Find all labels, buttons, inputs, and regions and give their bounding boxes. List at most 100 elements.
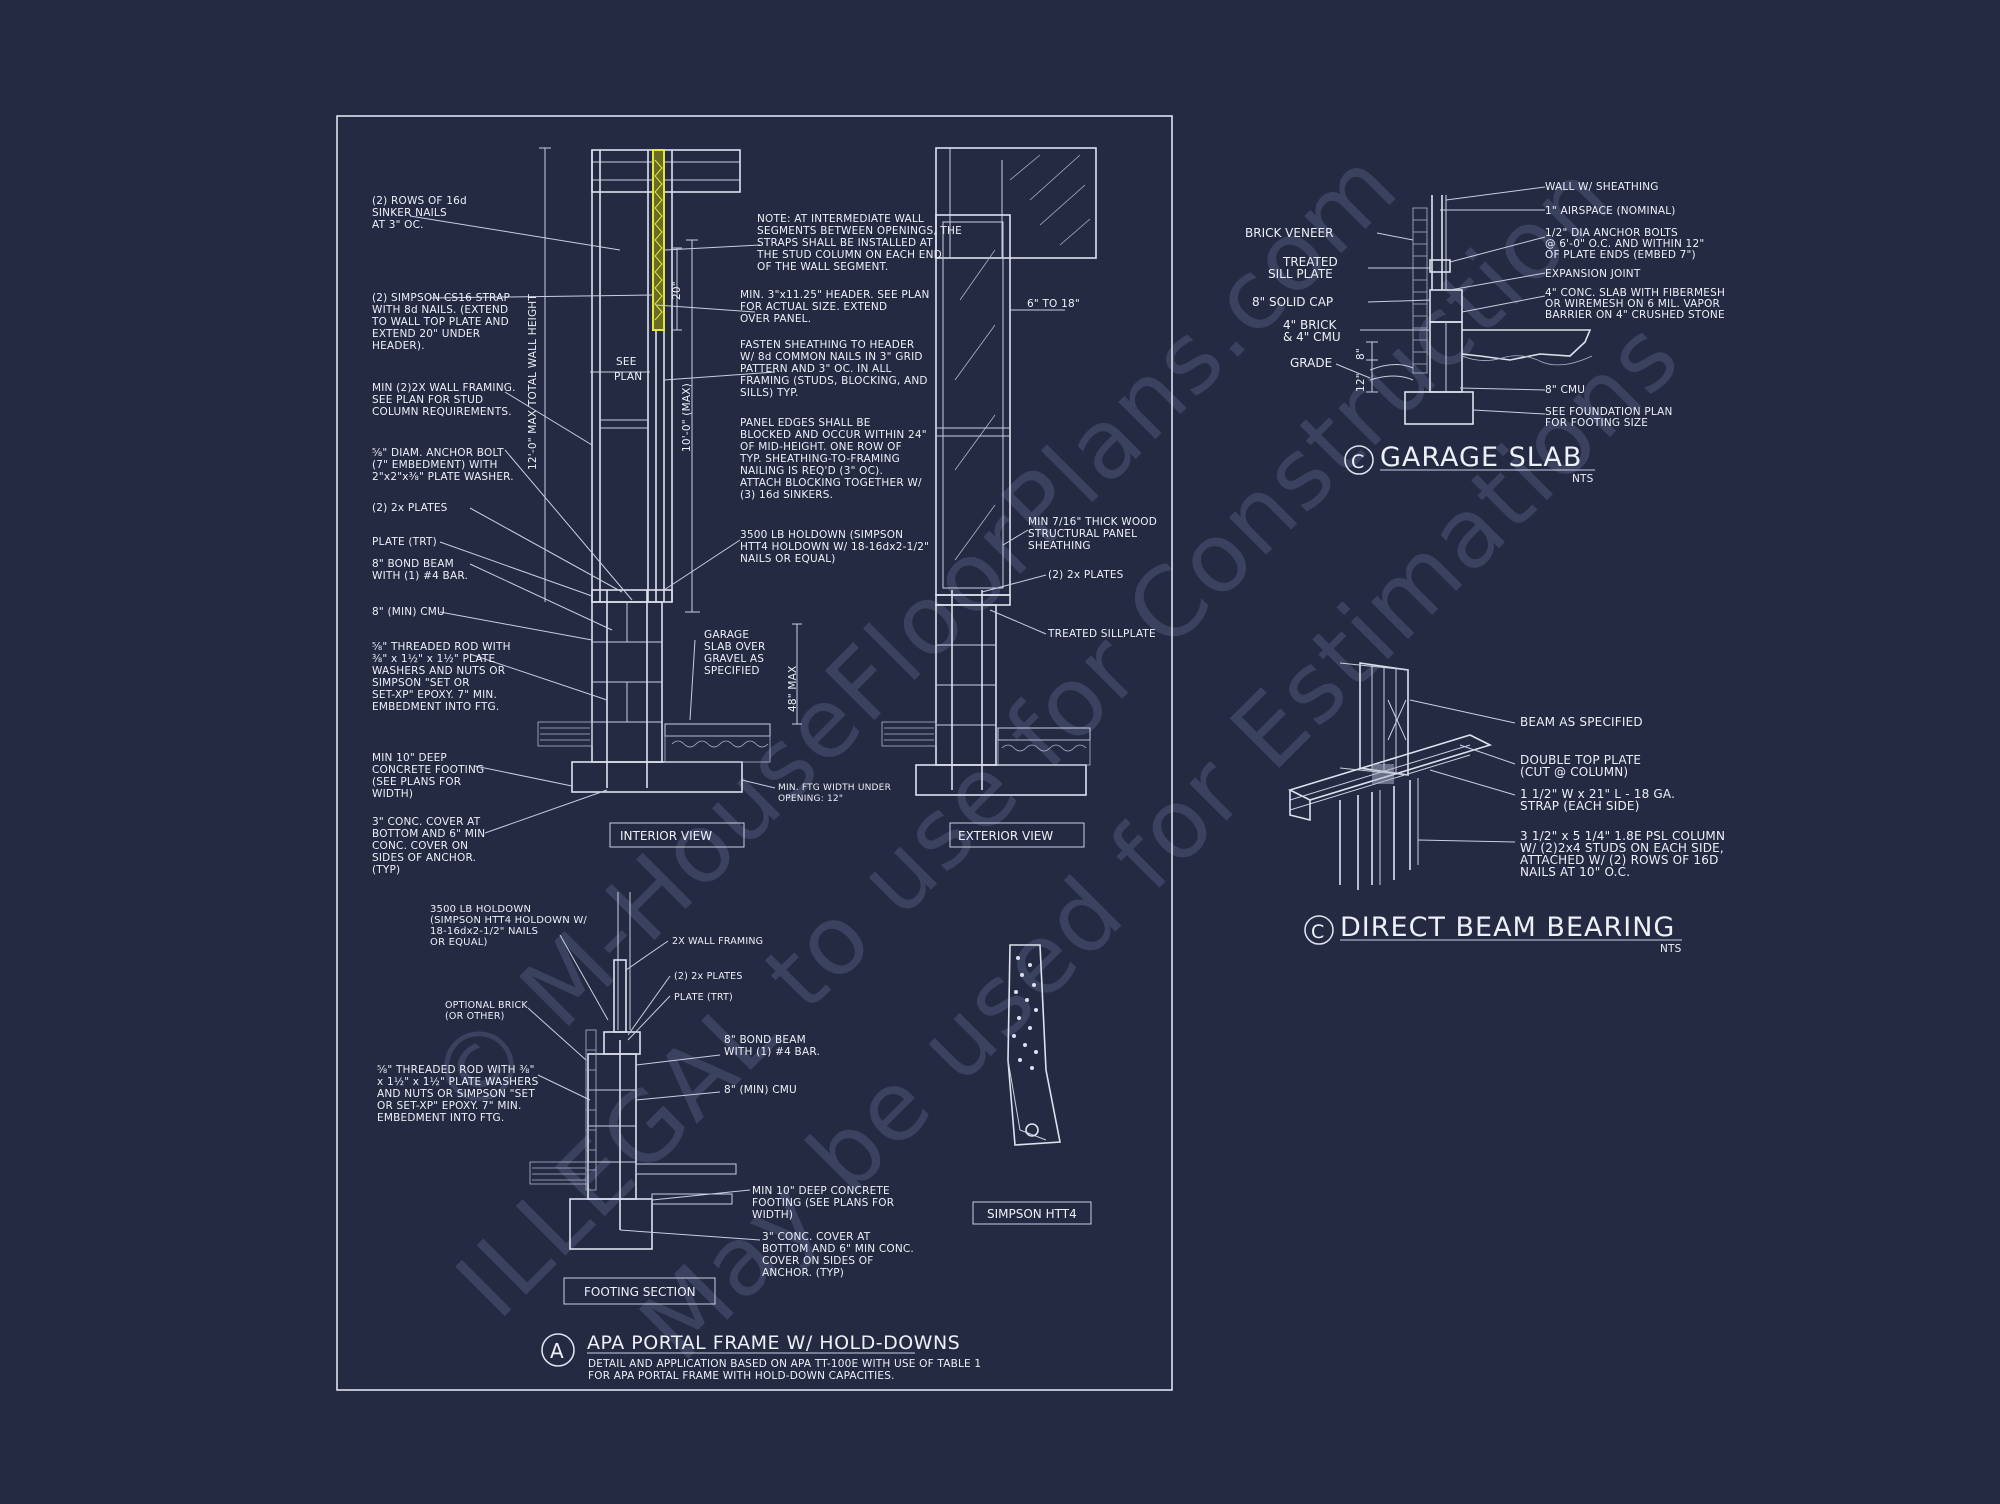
ext-note: STRUCTURAL PANEL: [1028, 528, 1137, 540]
note: ANCHOR. (TYP): [762, 1267, 844, 1279]
note: HEADER).: [372, 340, 425, 352]
note: SEE PLAN FOR STUD: [372, 394, 483, 406]
garage-dim-12: 12": [1355, 373, 1367, 392]
note: FASTEN SHEATHING TO HEADER: [740, 339, 914, 351]
note: 3500 LB HOLDOWN: [430, 904, 531, 915]
garage-note-4: SPECIFIED: [704, 665, 760, 677]
garage-note-1: GARAGE: [704, 629, 749, 641]
garage-mark: C: [1351, 451, 1364, 473]
note: OF PLATE ENDS (EMBED 7"): [1545, 249, 1696, 261]
garage-notes: BRICK VENEER TREATED SILL PLATE 8" SOLID…: [1245, 181, 1725, 429]
ten-foot-dim: 10'-0" (MAX): [681, 383, 693, 452]
note: BEAM AS SPECIFIED: [1520, 715, 1643, 729]
note: BOTTOM AND 6" MIN CONC.: [762, 1243, 914, 1255]
note: OVER PANEL.: [740, 313, 811, 325]
note: ⅜" x 1½" x 1½" PLATE: [372, 653, 495, 665]
see-plan-dim-2: PLAN: [614, 371, 642, 383]
note: W/ (2)2x4 STUDS ON EACH SIDE,: [1520, 841, 1724, 855]
note: PLATE (TRT): [674, 992, 733, 1003]
ext-note: SHEATHING: [1028, 540, 1091, 552]
note: SEGMENTS BETWEEN OPENINGS, THE: [757, 225, 962, 237]
exterior-view-drawing: 6" TO 18" MIN 7/16" THICK WOOD STRUCTURA…: [881, 147, 1157, 796]
note: BOTTOM AND 6" MIN: [372, 828, 485, 840]
note: (2) ROWS OF 16d: [372, 195, 467, 207]
wall-height-dim: 12'-0" MAX TOTAL WALL HEIGHT: [527, 294, 539, 470]
note: 8" (MIN) CMU: [724, 1084, 797, 1096]
note: NAILS AT 10" O.C.: [1520, 865, 1630, 879]
note: 4" BRICK: [1283, 318, 1337, 332]
note: GRADE: [1290, 356, 1332, 370]
center-notes: NOTE: AT INTERMEDIATE WALL SEGMENTS BETW…: [739, 213, 962, 565]
apa-subtitle-2: FOR APA PORTAL FRAME WITH HOLD-DOWN CAPA…: [588, 1370, 895, 1382]
note: AT 3" OC.: [372, 219, 424, 231]
note: (7" EMBEDMENT) WITH: [372, 459, 498, 471]
note: ⅝" THREADED ROD WITH ⅜": [377, 1064, 535, 1076]
twenty-inch-dim: 20": [671, 281, 683, 300]
note: OR WIREMESH ON 6 MIL. VAPOR: [1545, 298, 1720, 310]
note: COLUMN REQUIREMENTS.: [372, 406, 512, 418]
garage-note-3: GRAVEL AS: [704, 653, 764, 665]
note: HTT4 HOLDOWN W/ 18-16dx2-1/2": [740, 541, 929, 553]
note: MIN. 3"x11.25" HEADER. SEE PLAN: [740, 289, 930, 301]
note: STRAP (EACH SIDE): [1520, 799, 1640, 813]
note: 8" BOND BEAM: [372, 558, 454, 570]
interior-view-label: INTERIOR VIEW: [620, 829, 712, 843]
note: DOUBLE TOP PLATE: [1520, 753, 1641, 767]
note: 3" CONC. COVER AT: [762, 1231, 871, 1243]
note: WIDTH): [372, 788, 413, 800]
min-ftg-note-1: MIN. FTG WIDTH UNDER: [778, 783, 891, 793]
note: @ 6'-0" O.C. AND WITHIN 12": [1545, 238, 1704, 250]
note: (2) SIMPSON CS16 STRAP: [372, 292, 510, 304]
note: FRAMING (STUDS, BLOCKING, AND: [740, 375, 928, 387]
note: (2) 2x PLATES: [674, 971, 743, 982]
note: 2"x2"x⅜" PLATE WASHER.: [372, 471, 514, 483]
see-plan-dim-1: SEE: [616, 356, 637, 368]
footing-section-label: FOOTING SECTION: [584, 1285, 696, 1299]
note: TO WALL TOP PLATE AND: [371, 316, 509, 328]
view-labels: INTERIOR VIEW EXTERIOR VIEW FOOTING SECT…: [563, 822, 1092, 1305]
note: OR EQUAL): [430, 937, 488, 948]
note: CONCRETE FOOTING: [372, 764, 484, 776]
note: SILL PLATE: [1268, 267, 1333, 281]
note: 2X WALL FRAMING: [672, 936, 763, 947]
note: TREATED: [1282, 255, 1338, 269]
note: & 4" CMU: [1283, 330, 1341, 344]
note: BARRIER ON 4" CRUSHED STONE: [1545, 309, 1725, 321]
garage-note-2: SLAB OVER: [704, 641, 765, 653]
beam-title: DIRECT BEAM BEARING: [1340, 912, 1675, 943]
note: WASHERS AND NUTS OR: [372, 665, 505, 677]
note: (OR OTHER): [445, 1011, 505, 1022]
note: WITH 8d NAILS. (EXTEND: [372, 304, 508, 316]
simpson-htt4-drawing: [1007, 944, 1061, 1146]
apa-title: APA PORTAL FRAME W/ HOLD-DOWNS: [587, 1332, 960, 1354]
simpson-label: SIMPSON HTT4: [987, 1207, 1077, 1221]
note: (TYP): [372, 864, 400, 876]
note: OF MID-HEIGHT. ONE ROW OF: [740, 441, 902, 453]
note: SIDES OF ANCHOR.: [372, 852, 476, 864]
interior-notes: (2) ROWS OF 16d SINKER NAILS AT 3" OC. (…: [371, 195, 516, 876]
note: 3 1/2" x 5 1/4" 1.8E PSL COLUMN: [1520, 829, 1725, 843]
note: EXPANSION JOINT: [1545, 268, 1641, 280]
forty-eight-dim: 48" MAX: [787, 666, 799, 712]
note: MIN (2)2X WALL FRAMING.: [372, 382, 516, 394]
note: 1/2" DIA ANCHOR BOLTS: [1545, 227, 1678, 239]
exterior-view-label: EXTERIOR VIEW: [958, 829, 1053, 843]
note: 4" CONC. SLAB WITH FIBERMESH: [1545, 287, 1725, 299]
garage-slab-drawing: [1335, 186, 1593, 425]
note: SILLS) TYP.: [740, 387, 799, 399]
note: PLATE (TRT): [372, 536, 437, 548]
beam-title-block: C DIRECT BEAM BEARING NTS: [1304, 912, 1682, 955]
beam-bearing-drawing: [1287, 662, 1516, 890]
note: PATTERN AND 3" OC. IN ALL: [740, 363, 892, 375]
note: EMBEDMENT INTO FTG.: [377, 1112, 504, 1124]
note: NAILING IS REQ'D (3" OC).: [740, 465, 883, 477]
note: WALL W/ SHEATHING: [1545, 181, 1659, 193]
note: EMBEDMENT INTO FTG.: [372, 701, 499, 713]
note: AND NUTS OR SIMPSON "SET: [377, 1088, 535, 1100]
footing-notes: 3500 LB HOLDOWN (SIMPSON HTT4 HOLDOWN W/…: [377, 904, 914, 1279]
min-ftg-note-2: OPENING: 12": [778, 794, 843, 804]
interior-view-drawing: [409, 147, 802, 834]
note: (2) 2x PLATES: [372, 502, 448, 514]
